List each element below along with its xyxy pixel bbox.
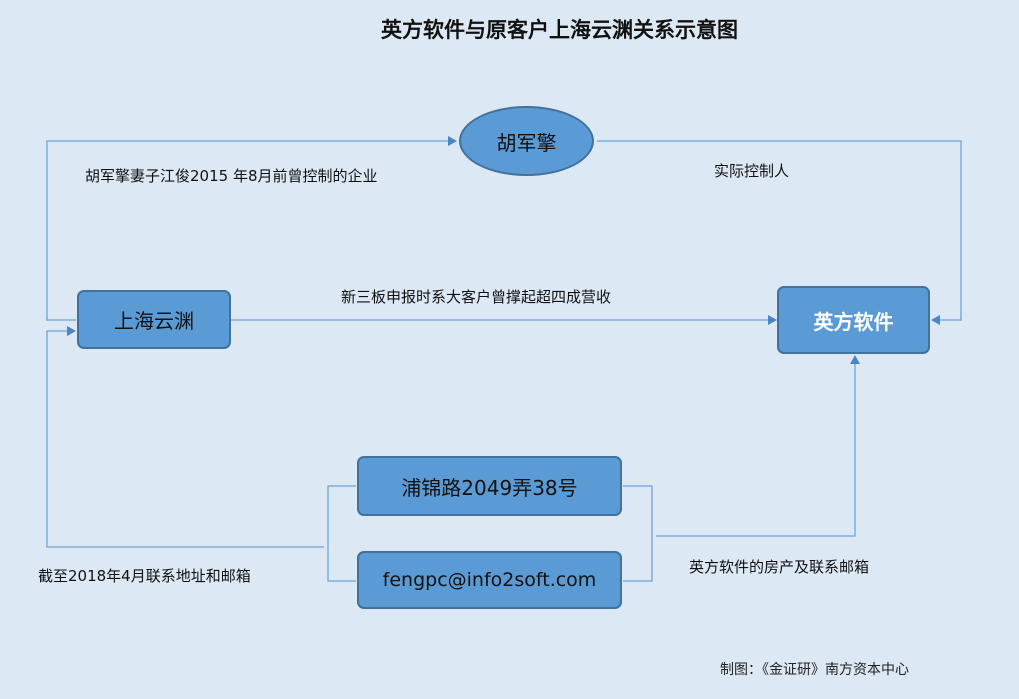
company-node: 英方软件 bbox=[777, 286, 930, 354]
bracket-right bbox=[623, 485, 653, 582]
person-label: 胡军擎 bbox=[496, 130, 557, 155]
person-node: 胡军擎 bbox=[459, 106, 594, 176]
edge-contact-to-company bbox=[656, 355, 860, 537]
client-node: 上海云渊 bbox=[77, 290, 231, 349]
company-label: 英方软件 bbox=[813, 309, 894, 334]
label-revenue: 新三板申报时系大客户曾撑起超四成营收 bbox=[341, 288, 612, 306]
credit-text: 制图：《金证研》南方资本中心 bbox=[720, 662, 909, 678]
address-node: 浦锦路2049弄38号 bbox=[357, 456, 622, 516]
edge-contact-to-client bbox=[46, 326, 324, 548]
diagram-title: 英方软件与原客户上海云渊关系示意图 bbox=[381, 18, 738, 42]
label-client-contact: 截至2018年4月联系地址和邮箱 bbox=[38, 567, 251, 585]
edge-person-to-company bbox=[597, 140, 962, 325]
label-wife-company: 胡军擎妻子江俊2015 年8月前曾控制的企业 bbox=[85, 167, 378, 185]
label-company-property: 英方软件的房产及联系邮箱 bbox=[689, 558, 870, 576]
email-node: fengpc@info2soft.com bbox=[357, 551, 622, 609]
address-label: 浦锦路2049弄38号 bbox=[401, 475, 578, 500]
client-label: 上海云渊 bbox=[114, 309, 194, 333]
email-label: fengpc@info2soft.com bbox=[382, 569, 597, 591]
edge-person-to-client bbox=[46, 136, 457, 321]
bracket-left bbox=[327, 485, 356, 582]
label-controller: 实际控制人 bbox=[714, 162, 790, 180]
